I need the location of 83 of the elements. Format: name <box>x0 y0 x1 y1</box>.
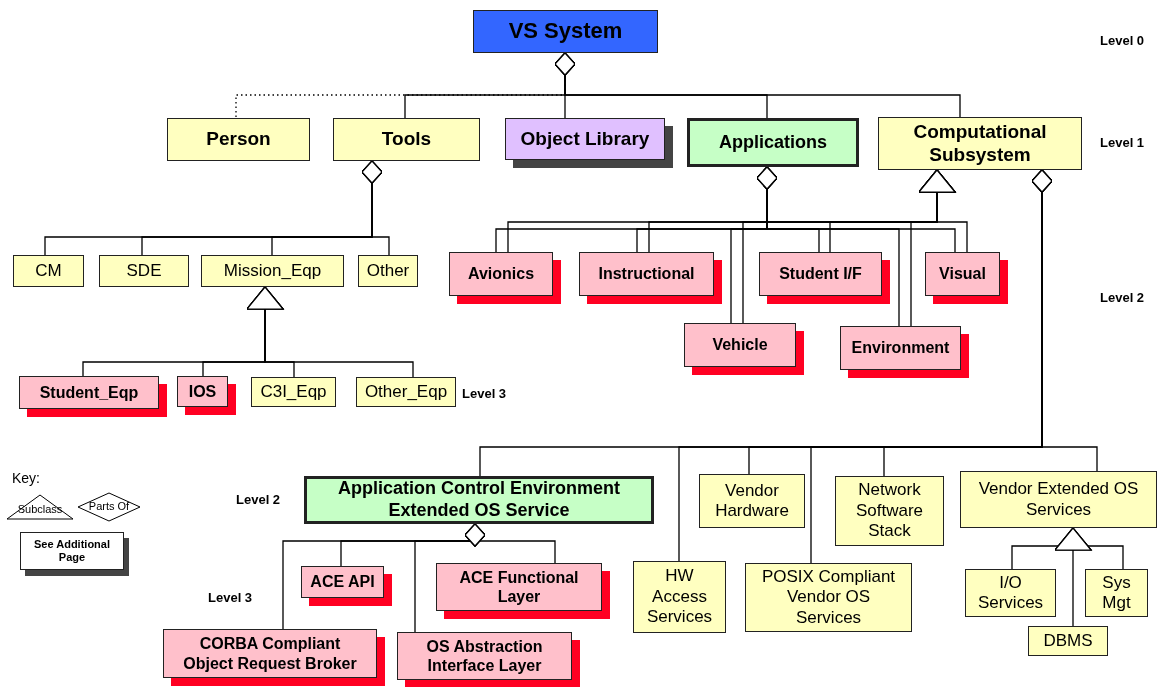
node-label: SDE <box>126 260 162 282</box>
node-label: POSIX Compliant Vendor OS Services <box>760 566 897 629</box>
legend-label: Parts Of <box>88 500 130 512</box>
class-box <box>99 255 189 287</box>
node-label: VS System <box>508 18 623 45</box>
connector <box>464 523 556 564</box>
node-label: I/O Services <box>976 572 1045 614</box>
class-box <box>878 117 1082 170</box>
class-box <box>960 471 1157 528</box>
component-box <box>925 252 1000 296</box>
level-label: Level 2 <box>236 492 281 507</box>
level-label: Level 0 <box>1100 33 1145 48</box>
node-label: Sys Mgt <box>1101 572 1132 614</box>
component-box <box>449 252 553 296</box>
level-label: Level 3 <box>462 386 507 401</box>
legend-label: Subclass <box>17 503 63 515</box>
class-box <box>13 255 84 287</box>
node-label: CM <box>35 260 62 282</box>
node-label: Person <box>206 128 271 151</box>
node-label: Other_Eqp <box>364 381 448 403</box>
class-box <box>835 476 944 546</box>
component-box <box>163 629 377 678</box>
key-heading: Key: <box>12 470 40 486</box>
component-box <box>19 376 159 409</box>
component-box <box>436 563 602 611</box>
node-label: Network Software Stack <box>854 480 925 542</box>
node-label: IOS <box>188 381 217 402</box>
connector <box>918 169 968 253</box>
node-label: ACE API <box>310 572 375 592</box>
class-box <box>965 569 1056 617</box>
node-label: CORBA Compliant Object Request Broker <box>182 634 358 673</box>
component-box <box>684 323 796 367</box>
node-label: Avionics <box>467 264 535 284</box>
node-label: DBMS <box>1043 630 1093 652</box>
connector <box>554 52 961 118</box>
component-box <box>579 252 714 296</box>
class-box <box>358 255 418 287</box>
node-label: C3I_Eqp <box>260 381 327 403</box>
class-box <box>167 118 310 161</box>
connector <box>361 160 390 256</box>
legend-label: See Additional Page <box>33 537 111 565</box>
connector <box>1031 169 1098 472</box>
node-label: Other <box>366 260 410 282</box>
class-box <box>745 563 912 632</box>
node-label: Applications <box>719 131 827 154</box>
node-label: Object Library <box>520 127 650 151</box>
class-box <box>633 561 726 633</box>
class-box <box>251 377 336 407</box>
component-box <box>840 326 961 370</box>
connector <box>246 286 414 378</box>
connector <box>1054 527 1124 570</box>
component-box <box>397 632 572 680</box>
class-box <box>333 118 480 161</box>
node-label: OS Abstraction Interface Layer <box>425 636 544 676</box>
node-label: Vendor Extended OS Services <box>977 479 1140 520</box>
package-box <box>687 118 859 167</box>
node-label: Visual <box>939 264 986 284</box>
node-label: Vendor Hardware <box>714 480 790 522</box>
class-box <box>1028 626 1108 656</box>
node-label: Student_Eqp <box>39 382 139 403</box>
component-box <box>301 566 384 598</box>
class-box <box>201 255 344 287</box>
node-label: Tools <box>381 128 432 151</box>
package-box <box>304 476 654 524</box>
node-label: ACE Functional Layer <box>458 567 580 607</box>
node-label: Student I/F <box>779 264 862 284</box>
node-label: HW Access Services <box>645 566 714 628</box>
component-box <box>177 376 228 407</box>
level-label: Level 2 <box>1100 290 1145 305</box>
library-box <box>505 118 665 160</box>
system-box <box>473 10 658 53</box>
node-label: Environment <box>851 338 950 358</box>
component-box <box>759 252 882 296</box>
node-label: Application Control Environment Extended OS Service <box>337 478 621 522</box>
level-label: Level 3 <box>208 590 253 605</box>
level-label: Level 1 <box>1100 135 1145 150</box>
node-label: Instructional <box>598 264 695 284</box>
node-label: Mission_Eqp <box>223 260 322 282</box>
class-box <box>1085 569 1148 617</box>
class-box <box>699 474 805 528</box>
node-label: Computational Subsystem <box>912 120 1048 167</box>
node-label: Vehicle <box>712 335 768 355</box>
class-box <box>356 377 456 407</box>
